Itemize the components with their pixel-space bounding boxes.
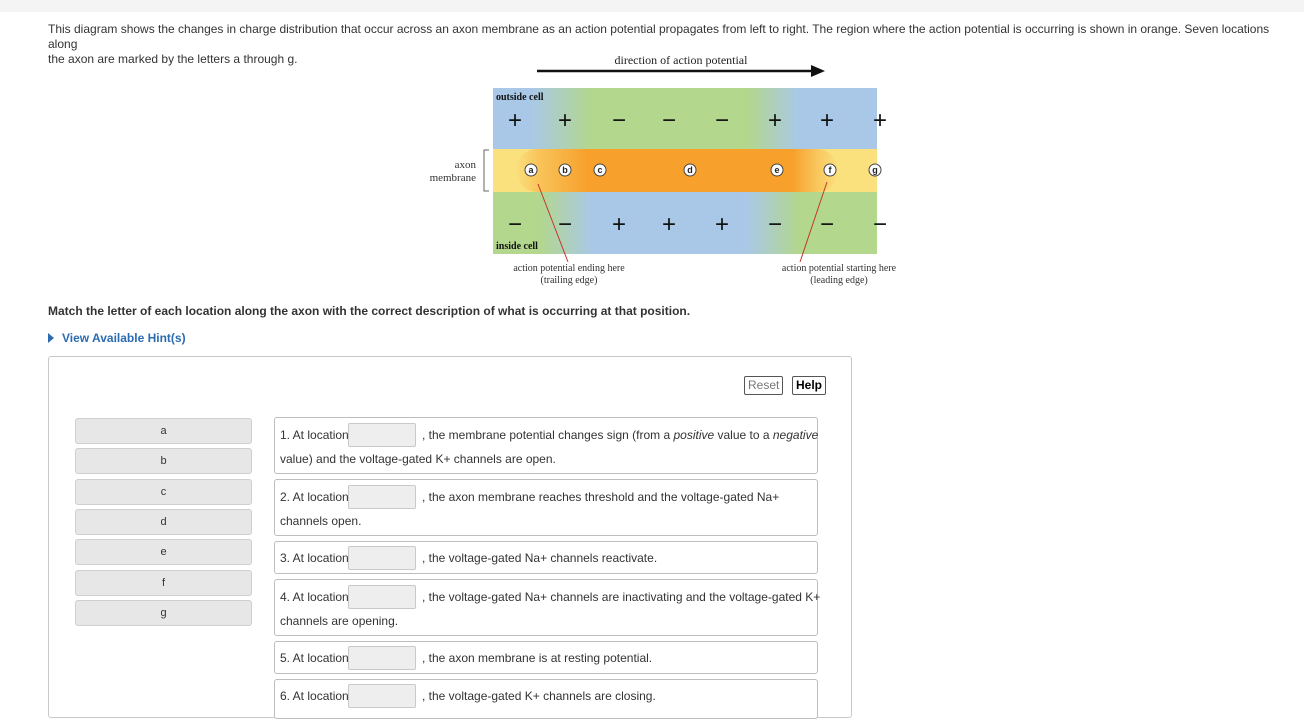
- letter-tile-c[interactable]: c: [75, 479, 252, 505]
- action-potential-diagram: direction of action potential outside ce…: [430, 53, 897, 286]
- action-potential-region: [516, 149, 838, 192]
- drop-target-5[interactable]: [348, 646, 416, 670]
- letter-tile-d[interactable]: d: [75, 509, 252, 535]
- inside-cell-label: inside cell: [496, 241, 538, 252]
- intro-line-1: This diagram shows the changes in charge…: [48, 22, 1270, 51]
- trailing-edge-pointer: [537, 183, 569, 263]
- svg-text:a: a: [528, 165, 534, 175]
- statement-5: 5. At location , the axon membrane is at…: [274, 641, 818, 674]
- outside-charge: −: [662, 107, 676, 134]
- intro-line-2: the axon are marked by the letters a thr…: [48, 52, 298, 66]
- svg-text:d: d: [687, 165, 693, 175]
- svg-text:e: e: [774, 165, 779, 175]
- trailing-edge-label: action potential ending here: [513, 263, 625, 274]
- outside-charge: −: [715, 107, 729, 134]
- view-hints-link[interactable]: View Available Hint(s): [48, 331, 186, 345]
- inside-charge: −: [508, 211, 522, 238]
- outside-cell-label: outside cell: [496, 92, 544, 103]
- statement-prefix: 4. At location: [280, 590, 349, 604]
- location-marker-g: g: [868, 163, 882, 177]
- svg-text:f: f: [829, 165, 833, 175]
- inside-charge: −: [558, 211, 572, 238]
- inside-charge: +: [662, 211, 676, 238]
- letter-tile-a[interactable]: a: [75, 418, 252, 444]
- statement-text: , the voltage-gated K+ channels are clos…: [422, 689, 656, 703]
- statement-text: , the voltage-gated Na+ channels are ina…: [422, 590, 821, 604]
- location-marker-d: d: [683, 163, 697, 177]
- statement-continuation: channels open.: [280, 514, 362, 528]
- location-marker-a: a: [524, 163, 538, 177]
- statement-6: 6. At location , the voltage-gated K+ ch…: [274, 679, 818, 719]
- leading-edge-sublabel: (leading edge): [810, 275, 867, 286]
- location-marker-b: b: [558, 163, 572, 177]
- statement-prefix: 5. At location: [280, 651, 349, 665]
- inside-charge: −: [873, 211, 887, 238]
- drop-target-6[interactable]: [348, 684, 416, 708]
- inside-charge: −: [768, 211, 782, 238]
- location-marker-c: c: [593, 163, 607, 177]
- intro-text: This diagram shows the changes in charge…: [48, 22, 1278, 67]
- outside-charge: +: [820, 107, 834, 134]
- statement-prefix: 1. At location: [280, 428, 349, 442]
- drop-target-1[interactable]: [348, 423, 416, 447]
- leading-edge-pointer: [799, 181, 828, 263]
- statement-text: , the membrane potential changes sign (f…: [422, 428, 819, 442]
- svg-text:b: b: [562, 165, 568, 175]
- question-text: Match the letter of each location along …: [48, 304, 691, 318]
- reset-button[interactable]: Reset: [744, 376, 784, 395]
- location-marker-f: f: [823, 163, 837, 177]
- location-marker-e: e: [770, 163, 784, 177]
- statement-prefix: 2. At location: [280, 490, 349, 504]
- axon-label: axon: [455, 159, 477, 171]
- inside-charge: +: [715, 211, 729, 238]
- statement-text: , the voltage-gated Na+ channels reactiv…: [422, 551, 658, 565]
- statement-1: 1. At location , the membrane potential …: [274, 417, 818, 474]
- direction-arrow-head: [811, 65, 825, 77]
- outside-charge: +: [768, 107, 782, 134]
- letter-tile-e[interactable]: e: [75, 539, 252, 565]
- direction-label: direction of action potential: [615, 53, 749, 67]
- svg-text:g: g: [872, 165, 878, 175]
- statement-3: 3. At location , the voltage-gated Na+ c…: [274, 541, 818, 574]
- leading-edge-label: action potential starting here: [782, 263, 897, 274]
- membrane-label: membrane: [430, 172, 477, 184]
- outside-region: [493, 88, 877, 149]
- outside-charge: +: [558, 107, 572, 134]
- statement-continuation: channels are opening.: [280, 614, 399, 628]
- outside-charge: +: [508, 107, 522, 134]
- statement-prefix: 6. At location: [280, 689, 349, 703]
- letter-tile-g[interactable]: g: [75, 600, 252, 626]
- letter-tile-f[interactable]: f: [75, 570, 252, 596]
- membrane-bracket: [483, 149, 489, 192]
- statement-text: , the axon membrane is at resting potent…: [422, 651, 653, 665]
- inside-charge: +: [612, 211, 626, 238]
- statement-2: 2. At location , the axon membrane reach…: [274, 479, 818, 536]
- outside-charge: −: [612, 107, 626, 134]
- statement-text: , the axon membrane reaches threshold an…: [422, 490, 780, 504]
- svg-text:c: c: [597, 165, 602, 175]
- help-button[interactable]: Help: [792, 376, 827, 395]
- drop-target-3[interactable]: [348, 546, 416, 570]
- top-bar: [0, 0, 1304, 12]
- inside-charge: −: [820, 211, 834, 238]
- statement-4: 4. At location , the voltage-gated Na+ c…: [274, 579, 821, 636]
- outside-charge: +: [873, 107, 887, 134]
- drop-target-4[interactable]: [348, 585, 416, 609]
- letter-tile-b[interactable]: b: [75, 448, 252, 474]
- drop-target-2[interactable]: [348, 485, 416, 509]
- statement-prefix: 3. At location: [280, 551, 349, 565]
- expand-triangle-icon: [48, 333, 54, 343]
- statement-continuation: value) and the voltage-gated K+ channels…: [280, 452, 556, 466]
- trailing-edge-sublabel: (trailing edge): [541, 275, 598, 286]
- hint-label: View Available Hint(s): [62, 331, 186, 345]
